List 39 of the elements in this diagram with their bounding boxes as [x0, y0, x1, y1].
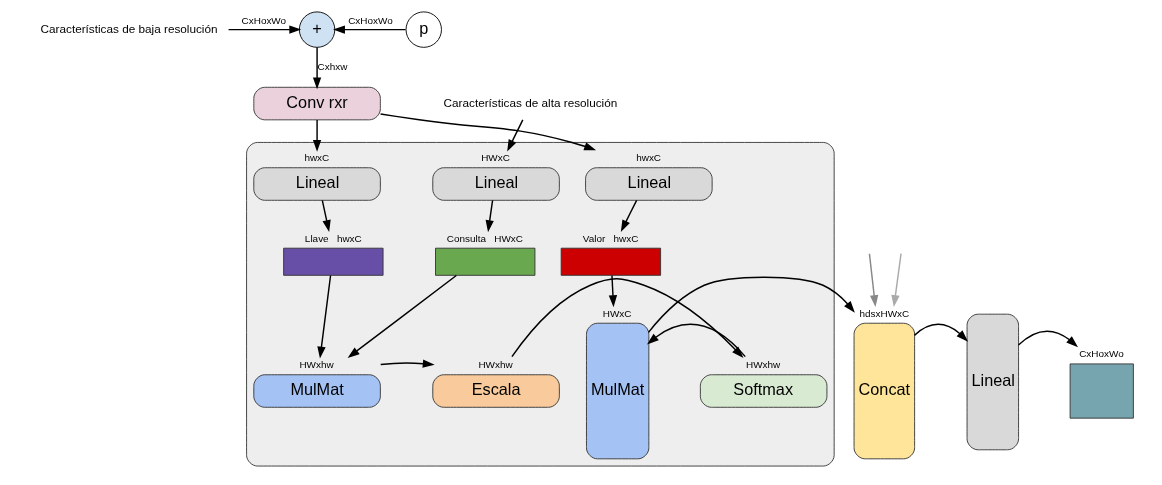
arrow: [332, 25, 406, 34]
node-label: HWxC: [602, 307, 631, 319]
arrow: [647, 276, 855, 334]
node-label: HWxhw: [477, 359, 513, 371]
arrow: [347, 274, 457, 358]
arrow: [890, 253, 902, 308]
node-circle: +: [298, 11, 335, 48]
arrow: [312, 46, 321, 90]
node-circle: p: [405, 11, 442, 48]
edge-label: CxHoxWo: [347, 15, 393, 27]
edge-label: CxHoxWo: [241, 15, 286, 27]
node-label: hwxC: [635, 152, 661, 164]
arrow: [506, 119, 524, 152]
node-text: Características de alta resolución: [443, 95, 617, 109]
arrow: [227, 25, 301, 34]
node-text: Características de baja resolución: [40, 21, 218, 35]
arrow: [1017, 330, 1078, 348]
node-label: HWxhw: [745, 359, 780, 371]
node-label: Valor hwxC: [582, 232, 638, 244]
arrow: [620, 199, 637, 232]
node-label: Consulta HWxC: [446, 232, 523, 244]
arrow: [316, 274, 331, 359]
edge-label: Cxhxw: [317, 60, 347, 72]
arrow: [868, 253, 878, 308]
arrow: [379, 359, 435, 368]
arrow: [485, 199, 494, 233]
node-label: hwxC: [303, 152, 329, 164]
node-label: HWxhw: [298, 359, 334, 371]
arrow: [646, 323, 746, 358]
node-label: CxHoxWo: [1078, 348, 1124, 360]
arrow: [510, 278, 743, 359]
arrow: [608, 274, 617, 308]
arrow: [321, 199, 331, 233]
node-label: HWxC: [480, 152, 510, 164]
arrow: [312, 119, 321, 152]
arrow: [379, 113, 596, 151]
node-label: hdsxHWxC: [858, 307, 909, 319]
arrow: [913, 323, 968, 342]
node-label: Llave hwxC: [304, 232, 362, 244]
